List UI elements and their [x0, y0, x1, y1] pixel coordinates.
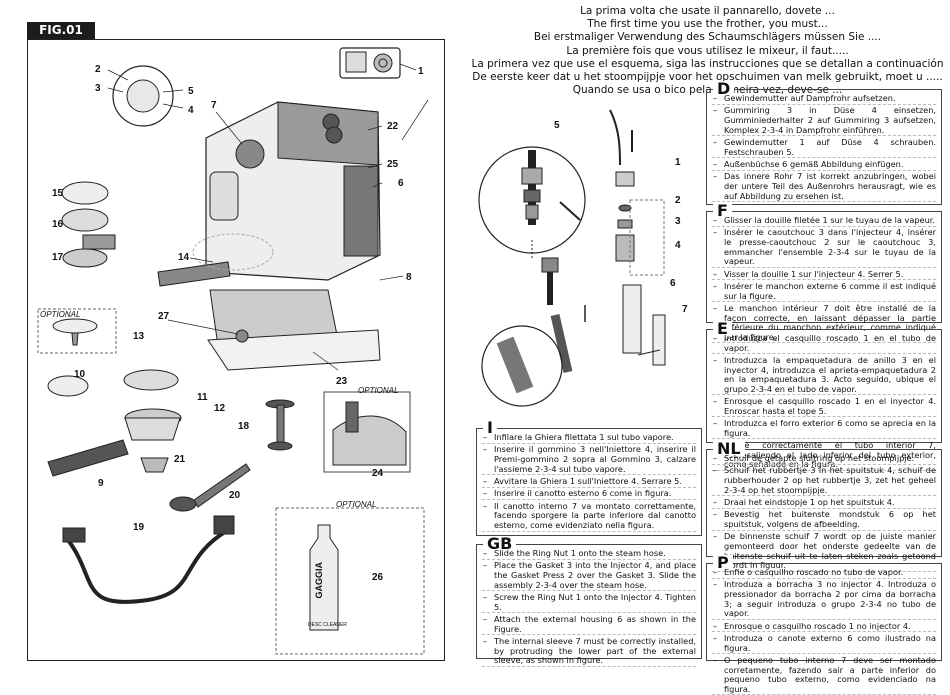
section-pt-item: Introduza a borracha 3 no injector 4. In…	[712, 580, 936, 620]
section-de-item: Gewindemutter 1 auf Düse 4 schrauben. Fe…	[712, 137, 936, 159]
wand-callout-4: 4	[675, 240, 681, 251]
callout-1: 1	[418, 66, 424, 77]
headline-en: The first time you use the frother, you …	[587, 18, 828, 31]
callout-24: 24	[372, 468, 384, 479]
wand-callout-3: 3	[675, 216, 681, 227]
section-it-item: Il canotto interno 7 va montato corretta…	[482, 501, 696, 532]
callout-2: 2	[95, 64, 101, 75]
section-nl-item: Schuif het rubbertje 3 in het spuitstuk …	[712, 466, 936, 497]
section-es-item: Enrosque el casquillo roscado 1 en el in…	[712, 396, 936, 418]
steam-wand-diagram: 5 1 2 3 4 6 7	[470, 90, 706, 420]
callout-8: 8	[406, 272, 412, 283]
callout-6: 6	[398, 178, 404, 189]
callout-5: 5	[188, 86, 194, 97]
section-it: I Infilare la Ghiera filettata 1 sul tub…	[476, 420, 702, 536]
section-nl: NL Schuif de getapte sluitring op het st…	[706, 441, 942, 572]
callout-21: 21	[174, 454, 186, 465]
section-pt-item: Enfie o casquilho roscado no tubo de vap…	[712, 567, 936, 579]
callout-27: 27	[158, 311, 170, 322]
section-pt-item: Introduza o canote externo 6 como ilustr…	[712, 633, 936, 655]
wand-callout-5: 5	[554, 120, 560, 131]
section-fr-item: Visser la douille 1 sur l'injecteur 4. S…	[712, 269, 936, 281]
figure-label: FIG.01	[27, 22, 95, 39]
wand-callout-2: 2	[675, 195, 681, 206]
callout-17: 17	[52, 252, 64, 263]
callout-18: 18	[238, 421, 250, 432]
callout-3: 3	[95, 83, 101, 94]
optional-label-bottle: OPTIONAL	[336, 500, 377, 509]
callout-19: 19	[133, 522, 145, 533]
section-es-item: Introduzca el forro exterior 6 como se a…	[712, 418, 936, 440]
headline-de: Bei erstmaliger Verwendung des Schaumsch…	[533, 31, 882, 44]
headline-nl: De eerste keer dat u het stoompijpje voo…	[472, 71, 943, 84]
intro-headlines: La prima volta che usate il pannarello, …	[470, 5, 945, 97]
wand-callout-1: 1	[675, 157, 681, 168]
callout-11: 11	[197, 392, 208, 403]
section-gb-item: The internal sleeve 7 must be correctly …	[482, 636, 696, 667]
callout-26: 26	[372, 572, 384, 583]
callout-16: 16	[52, 219, 64, 230]
section-fr-item: Insérer le caoutchouc 3 dans l'injecteur…	[712, 228, 936, 268]
section-de-item: Außenbüchse 6 gemäß Abbildung einfügen.	[712, 159, 936, 171]
callout-10: 10	[74, 369, 86, 380]
callout-20: 20	[229, 490, 241, 501]
headline-es: La primera vez que use el esquema, siga …	[471, 57, 944, 70]
section-fr-item: Glisser la douille filetée 1 sur le tuya…	[712, 215, 936, 227]
callout-13: 13	[133, 331, 145, 342]
wand-callout-6: 6	[670, 278, 676, 289]
optional-label-filter: OPTIONAL	[40, 310, 81, 319]
bottle-brand: GAGGIA	[314, 562, 324, 599]
callout-9: 9	[98, 478, 104, 489]
callout-15: 15	[52, 188, 64, 199]
section-es-item: Introduzca el casquillo roscado 1 en el …	[712, 333, 936, 355]
section-nl-item: Draai het eindstopje 1 op het spuitstuk …	[712, 497, 936, 509]
section-de-item: Gewindemutter auf Dampfrohr aufsetzen.	[712, 93, 936, 105]
machine-exploded-diagram: 1 2 3 4 5 6 7 8 9 10 11 12 13 14 15 16 1…	[27, 39, 445, 661]
machine-illustration	[37, 47, 429, 655]
bottle-sub: DESC CLEANER	[308, 622, 347, 628]
steam-wand-illustration	[478, 109, 666, 407]
callout-4: 4	[188, 105, 194, 116]
headline-fr: La première fois que vous utilisez le mi…	[566, 44, 849, 57]
section-gb-item: Place the Gasket 3 into the Injector 4, …	[482, 561, 696, 592]
section-nl-item: Schuif de getapte sluitring op het stoom…	[712, 453, 936, 465]
section-gb-item: Attach the external housing 6 as shown i…	[482, 614, 696, 636]
section-fr-item: Insérer le manchon externe 6 comme il es…	[712, 281, 936, 303]
section-gb: GB Slide the Ring Nut 1 onto the steam h…	[476, 536, 702, 667]
section-de-item: Das innere Rohr 7 ist korrekt anzubringe…	[712, 172, 936, 203]
headline-it: La prima volta che usate il pannarello, …	[580, 5, 835, 17]
section-pt-item: Enrosque o casquilho roscado 1 no inject…	[712, 621, 936, 633]
section-it-item: Infilare la Ghiera filettata 1 sul tubo …	[482, 432, 696, 444]
section-it-item: Inserire il gommino 3 nell'Iniettore 4, …	[482, 445, 696, 476]
callout-22: 22	[387, 121, 399, 132]
callout-25: 25	[387, 159, 399, 170]
section-de-item: Gummiring 3 in Düse 4 einsetzen, Gummini…	[712, 106, 936, 137]
optional-label-detail: OPTIONAL	[358, 386, 399, 395]
section-es-item: Introduzca la empaquetadura de anillo 3 …	[712, 355, 936, 396]
section-pt-item: O pequeno tubo interno 7 deve ser montad…	[712, 655, 936, 695]
section-de: D Gewindemutter auf Dampfrohr aufsetzen.…	[706, 81, 942, 205]
callout-14: 14	[178, 252, 190, 263]
section-nl-item: Bevestig het buitenste mondstuk 6 op het…	[712, 510, 936, 531]
section-pt: P Enfie o casquilho roscado no tubo de v…	[706, 555, 942, 695]
callout-12: 12	[214, 403, 226, 414]
wand-callout-7: 7	[682, 304, 688, 315]
section-es: E Introduzca el casquillo roscado 1 en e…	[706, 321, 942, 471]
section-it-item: Avvitare la Ghiera 1 sull'Iniettore 4. S…	[482, 476, 696, 488]
section-it-item: Inserire il canotto esterno 6 come in fi…	[482, 489, 696, 500]
callout-7: 7	[211, 100, 217, 111]
section-gb-item: Slide the Ring Nut 1 onto the steam hose…	[482, 548, 696, 560]
section-gb-item: Screw the Ring Nut 1 onto the Injector 4…	[482, 592, 696, 614]
section-fr: F Glisser la douille filetée 1 sur le tu…	[706, 203, 942, 344]
callout-23: 23	[336, 376, 348, 387]
